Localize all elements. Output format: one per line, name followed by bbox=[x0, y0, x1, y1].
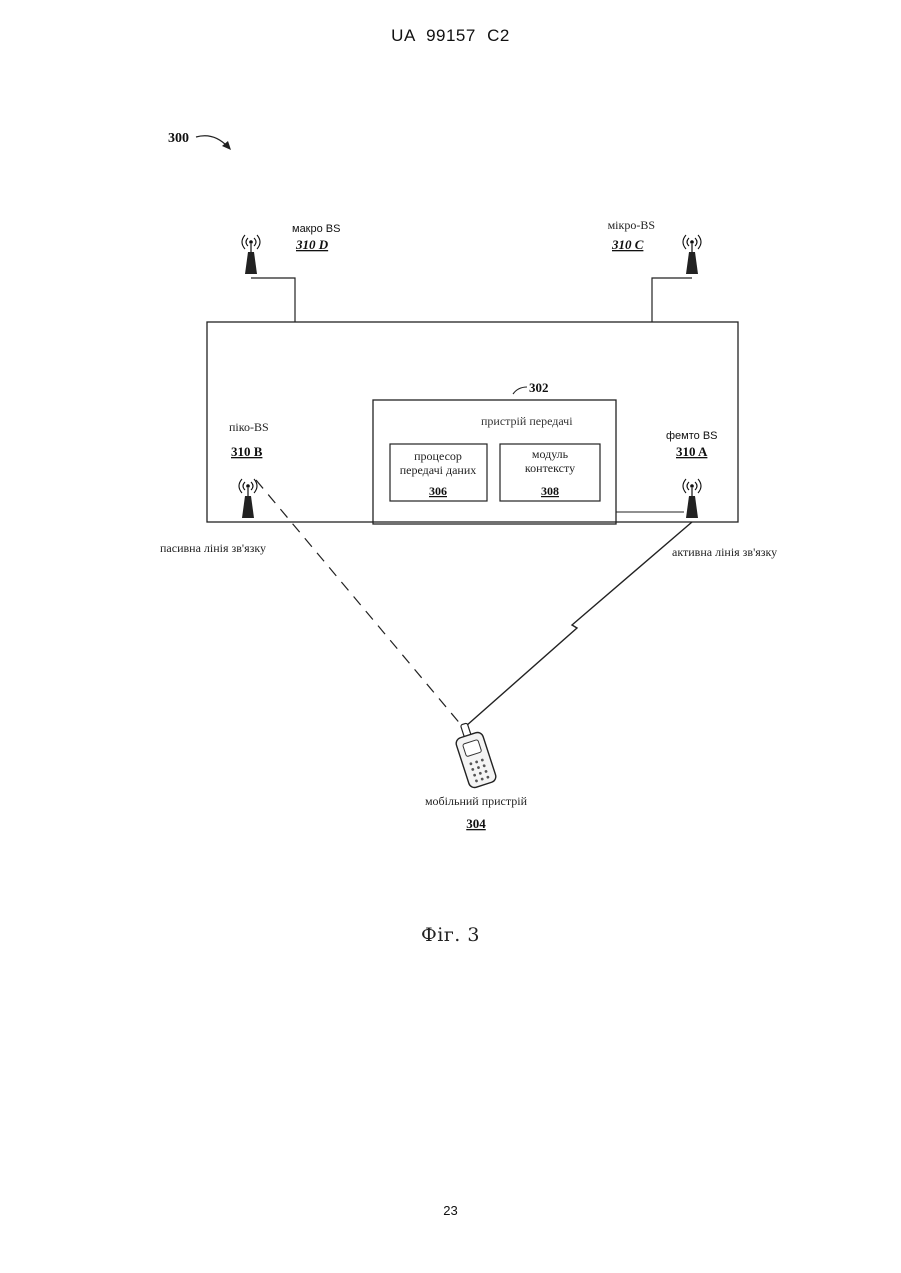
figure-ref-arrow bbox=[196, 136, 231, 150]
pico-bs-tower-icon bbox=[239, 479, 257, 518]
active-link-label: активна лінія зв'язку bbox=[672, 545, 777, 559]
macro-bs-tower-icon bbox=[242, 235, 260, 274]
context-module-label-line2: контексту bbox=[525, 461, 575, 475]
context-module-label-line1: модуль bbox=[532, 447, 569, 461]
figure-ref-number: 300 bbox=[168, 131, 189, 146]
page-number: 23 bbox=[0, 1203, 901, 1218]
processor-label-line1: процесор bbox=[414, 449, 462, 463]
network-boundary-box bbox=[207, 322, 738, 522]
femto-bs-tower-icon bbox=[683, 479, 701, 518]
femto-bs-label: фемто BS bbox=[666, 430, 718, 442]
femto-bs-ref: 310 A bbox=[676, 444, 708, 459]
passive-link-line bbox=[256, 480, 462, 726]
micro-bs-label: мікро-BS bbox=[608, 218, 655, 232]
transmitter-ref-leader bbox=[513, 387, 527, 394]
processor-ref: 306 bbox=[429, 484, 447, 498]
context-module-ref: 308 bbox=[541, 484, 559, 498]
mobile-device-ref: 304 bbox=[466, 816, 486, 831]
pico-bs-ref: 310 B bbox=[231, 444, 263, 459]
transmitter-ref: 302 bbox=[529, 380, 549, 395]
pico-bs-label: піко-BS bbox=[229, 420, 269, 434]
transmitter-title: пристрій передачі bbox=[481, 414, 573, 428]
processor-label-line2: передачі даних bbox=[400, 463, 477, 477]
micro-bs-ref: 310 C bbox=[611, 237, 644, 252]
active-link-line bbox=[466, 522, 692, 726]
passive-link-label: пасивна лінія зв'язку bbox=[160, 541, 266, 555]
macro-bs-ref: 310 D bbox=[295, 237, 329, 252]
micro-bs-tower-icon bbox=[683, 235, 701, 274]
macro-connector-line bbox=[251, 278, 295, 322]
mobile-device-label: мобільний пристрій bbox=[425, 794, 528, 808]
mobile-phone-icon bbox=[451, 720, 497, 790]
micro-connector-line bbox=[652, 278, 692, 322]
macro-bs-label: макро BS bbox=[292, 223, 340, 235]
figure-caption: Фіг. 3 bbox=[0, 924, 901, 946]
